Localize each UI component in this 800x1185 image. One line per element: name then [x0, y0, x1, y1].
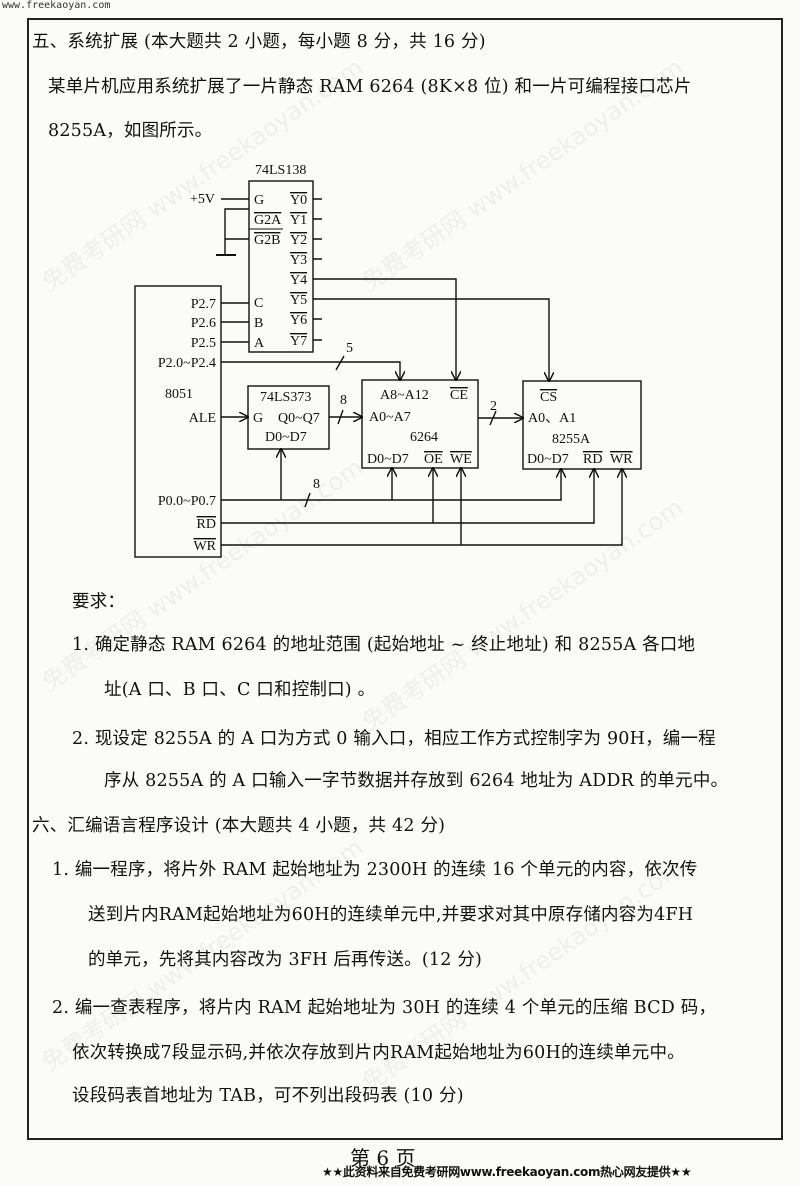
pin-g2b: G2B	[254, 233, 280, 248]
pin-b: B	[254, 316, 263, 331]
pin-c: C	[254, 296, 263, 311]
pin-g2a: G2A	[254, 213, 282, 228]
page-frame	[27, 18, 783, 1140]
pin-y3: Y3	[290, 253, 307, 268]
ram-box	[361, 379, 479, 469]
pin-y5: Y5	[290, 293, 307, 308]
section6-q2: 2. 编一查表程序，将片内 RAM 起始地址为 30H 的连续 4 个单元的压缩…	[52, 998, 717, 1018]
ram-d: D0~D7	[367, 452, 409, 467]
pin-a: A	[254, 336, 265, 351]
pin-wr: WR	[193, 539, 216, 554]
requirements-label: 要求：	[72, 592, 126, 612]
pin-ale: ALE	[189, 411, 216, 426]
site-url: www.freekaoyan.com	[2, 0, 111, 11]
ppi-wr: WR	[610, 452, 633, 467]
vcc-label: +5V	[190, 192, 215, 207]
pin-rd: RD	[197, 517, 216, 532]
pin-y4: Y4	[290, 273, 307, 288]
pin-p20-p24: P2.0~P2.4	[158, 356, 216, 371]
circuit-diagram: 74LS138 +5V G G2A G2B C B A Y0 Y1 Y2 Y3 …	[134, 163, 642, 558]
page-number: 第 6 页	[350, 1146, 416, 1170]
pin-p25: P2.5	[191, 336, 216, 351]
pin-p27: P2.7	[191, 297, 216, 312]
ram-a-low: A0~A7	[369, 410, 411, 425]
pin-y2: Y2	[290, 233, 307, 248]
section5-intro: 某单片机应用系统扩展了一片静态 RAM 6264 (8K×8 位) 和一片可编程…	[48, 77, 692, 97]
pin-g: G	[254, 193, 264, 208]
ppi-rd: RD	[583, 452, 602, 467]
section6-title: 六、汇编语言程序设计 (本大题共 4 小题，共 42 分)	[32, 816, 446, 836]
section6-q1: 1. 编一程序，将片外 RAM 起始地址为 2300H 的连续 16 个单元的内…	[52, 860, 698, 880]
pin-y6: Y6	[290, 313, 307, 328]
latch-name: 74LS373	[260, 390, 311, 405]
ram-oe: OE	[424, 452, 443, 467]
section5-q1: 址(A 口、B 口、C 口和控制口) 。	[104, 680, 376, 700]
section5-q2: 序从 8255A 的 A 口输入一字节数据并存放到 6264 地址为 ADDR …	[104, 771, 729, 791]
section5-q1: 1. 确定静态 RAM 6264 的地址范围 (起始地址 ~ 终止地址) 和 8…	[72, 635, 696, 655]
section5-title: 五、系统扩展 (本大题共 2 小题，每小题 8 分，共 16 分)	[32, 32, 486, 52]
ppi-cs: CS	[540, 390, 557, 405]
ram-ce: CE	[450, 388, 468, 403]
pin-y1: Y1	[290, 213, 307, 228]
ppi-name: 8255A	[552, 432, 591, 447]
bus-width-data: 8	[313, 477, 320, 492]
pin-y7: Y7	[290, 334, 307, 349]
decoder-outputs: Y0 Y1 Y2 Y3 Y4 Y5 Y6 Y7	[290, 193, 307, 349]
section5-q2: 2. 现设定 8255A 的 A 口为方式 0 输入口，相应工作方式控制字为 9…	[72, 729, 716, 749]
decoder-name: 74LS138	[255, 163, 306, 178]
section6-q1: 送到片内RAM起始地址为60H的连续单元中,并要求对其中原存储内容为4FH	[88, 905, 694, 925]
pin-y0: Y0	[290, 193, 307, 208]
latch-g: G	[253, 411, 263, 426]
section6-q2: 依次转换成7段显示码,并依次存放到片内RAM起始地址为60H的连续单元中。	[72, 1043, 685, 1063]
pin-p0: P0.0~P0.7	[158, 494, 216, 509]
ppi-a: A0、A1	[528, 411, 576, 426]
mcu-box	[134, 285, 222, 558]
latch-d: D0~D7	[265, 430, 307, 445]
section5-intro: 8255A，如图所示。	[48, 121, 213, 141]
mcu-name: 8051	[165, 387, 193, 402]
bus-width-addr: 8	[340, 393, 347, 408]
ppi-d: D0~D7	[527, 452, 569, 467]
ram-name: 6264	[410, 430, 438, 445]
bus-width-a01: 2	[490, 399, 497, 414]
latch-q: Q0~Q7	[278, 411, 320, 426]
section6-q1: 的单元，先将其内容改为 3FH 后再传送。(12 分)	[88, 950, 483, 970]
page-top-border	[27, 18, 783, 20]
ram-a-high: A8~A12	[380, 388, 429, 403]
section6-q2: 设段码表首地址为 TAB，可不列出段码表 (10 分)	[72, 1086, 464, 1106]
decoder-box	[248, 180, 314, 353]
footer-note: ★★此资料来自免费考研网www.freekaoyan.com热心网友提供★★	[322, 1165, 692, 1179]
pin-p26: P2.6	[191, 316, 216, 331]
ppi-box	[522, 380, 642, 470]
ram-we: WE	[450, 452, 472, 467]
bus-width-p2: 5	[346, 341, 353, 356]
